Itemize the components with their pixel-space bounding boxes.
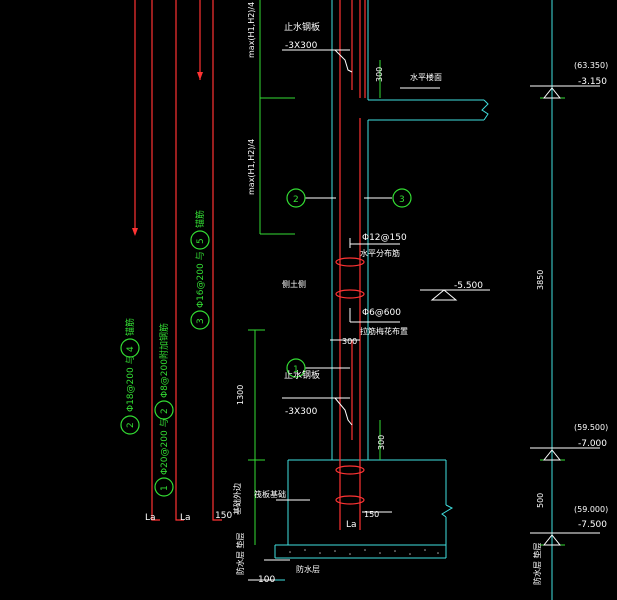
callout-3-main: 3 bbox=[399, 195, 405, 205]
elevation-b1-num: (59.500) bbox=[574, 423, 608, 432]
callout-1-main: 1 bbox=[293, 365, 299, 375]
callout-5: 5 bbox=[196, 238, 206, 244]
dim-300-mid: 300 bbox=[342, 337, 357, 346]
floor-slab-label: 水平楼面 bbox=[410, 72, 442, 82]
wall-rebars bbox=[335, 0, 366, 530]
dim-100: 100 bbox=[258, 575, 275, 585]
callout-3-rot: 3 bbox=[196, 318, 206, 324]
dim-300-bottom: 300 bbox=[377, 435, 386, 450]
elevation-top-num: (63.350) bbox=[574, 61, 608, 70]
tie-bar-label: Φ6@600 bbox=[362, 308, 401, 318]
left-bottom-label: 防水层 垫层 bbox=[235, 532, 245, 575]
elevation-b1: -7.000 bbox=[578, 439, 607, 449]
wall-outline bbox=[270, 0, 553, 600]
bar3-text: Φ16@200 与 bbox=[195, 251, 206, 308]
callout-4: 4 bbox=[126, 346, 136, 352]
leader-lines bbox=[248, 49, 440, 581]
callout-circles bbox=[120, 188, 412, 497]
cushion-label: 防水层 bbox=[296, 564, 320, 574]
dimension-lines bbox=[248, 0, 565, 546]
dim-150-left: 150 bbox=[215, 511, 232, 521]
dim-300-top: 300 bbox=[375, 67, 384, 82]
right-bottom-label: 防水层 垫层 bbox=[532, 542, 542, 585]
la-label-1: La bbox=[145, 513, 156, 523]
dim-top-formula: max(H1,H2)/4 bbox=[247, 2, 256, 58]
la-label-2: La bbox=[180, 513, 191, 523]
elevation-b2-num: (59.000) bbox=[574, 505, 608, 514]
callout-2b: 2 bbox=[160, 408, 170, 414]
wall-side-label: 侧土侧 bbox=[282, 279, 306, 289]
callout-1-rot: 1 bbox=[160, 485, 170, 491]
bar1-text: Φ20@200 与 bbox=[159, 418, 170, 475]
dim-1300: 1300 bbox=[236, 385, 245, 405]
cushion-hatch bbox=[289, 549, 439, 555]
la-label-3: La bbox=[346, 520, 357, 530]
horiz-bar-desc: 水平分布筋 bbox=[360, 248, 400, 258]
callout-2-rot: 2 bbox=[126, 422, 136, 428]
elevation-markers bbox=[420, 85, 600, 546]
stop-steel-top-label: 止水钢板 bbox=[284, 21, 320, 33]
rebar-callout-group: 4 锚筋 2 Φ18@200 与 2 Φ8@200附加钢筋 1 Φ20@200 … bbox=[124, 210, 206, 491]
raft-label: 筏板基础 bbox=[254, 489, 286, 499]
rebar-arrows bbox=[132, 72, 203, 236]
elevation-mid: -5.500 bbox=[454, 281, 483, 291]
horiz-bar-label: Φ12@150 bbox=[362, 233, 407, 243]
bar4-text: 锚筋 bbox=[124, 318, 136, 336]
elevation-top: -3.150 bbox=[578, 77, 607, 87]
dim-500: 500 bbox=[536, 493, 545, 508]
callout-2-main: 2 bbox=[293, 195, 299, 205]
dim-mid-formula: max(H1,H2)/4 bbox=[247, 139, 256, 195]
tie-bar-desc: 拉筋梅花布置 bbox=[360, 326, 408, 336]
dim-3850: 3850 bbox=[536, 270, 545, 290]
bar2-text: Φ18@200 与 bbox=[125, 355, 136, 412]
stop-steel-bottom-size: -3X300 bbox=[285, 407, 318, 417]
elevation-b2: -7.500 bbox=[578, 520, 607, 530]
bar5-text: 锚筋 bbox=[194, 210, 206, 228]
dim-150-bottom: 150 bbox=[364, 510, 379, 519]
bar2-extra: Φ8@200附加钢筋 bbox=[158, 323, 170, 398]
stop-steel-bottom-label: 止水钢板 bbox=[284, 369, 320, 381]
stop-steel-top-size: -3X300 bbox=[285, 41, 318, 51]
foundation-edge-label: 基础外边 bbox=[232, 483, 242, 515]
rebar-lines-left bbox=[134, 0, 222, 521]
